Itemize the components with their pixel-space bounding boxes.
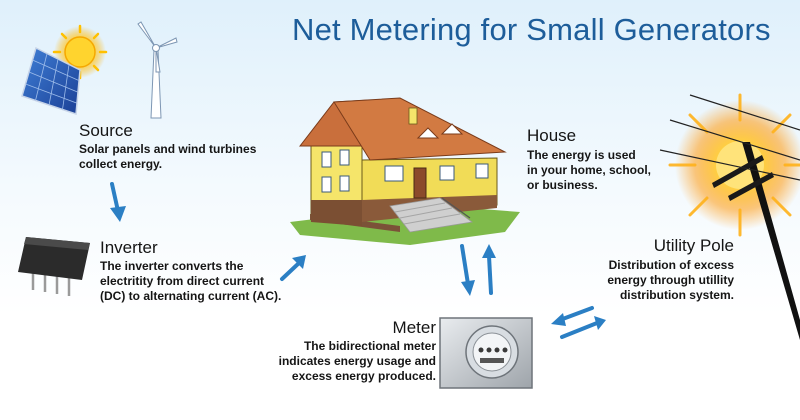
meter-description-line: The bidirectional meter: [303, 339, 436, 353]
utility-pole-description-line: distribution system.: [619, 288, 734, 302]
solar-panel-icon: [21, 46, 81, 116]
source-description-line: Solar panels and wind turbines: [79, 142, 257, 156]
source-label: Source: [79, 121, 133, 140]
arrow-pole-to-meter-icon: [551, 306, 594, 326]
arrow-house-to-meter-icon: [460, 244, 475, 296]
utility-pole-description: Distribution of excess energy through ut…: [607, 258, 734, 303]
utility-pole-description-line: Distribution of excess: [608, 258, 734, 272]
house-illustration: [290, 97, 520, 245]
house-description-line: or business.: [527, 178, 598, 192]
arrow-meter-to-house-icon: [482, 244, 496, 295]
meter-description-line: excess energy produced.: [291, 369, 436, 383]
house-description: The energy is used in your home, school,…: [527, 148, 651, 193]
wind-turbine-icon: [137, 21, 178, 119]
utility-pole-description-line: energy through utillity: [607, 273, 734, 287]
house-label: House: [527, 126, 577, 145]
flow-arrows: [110, 182, 606, 339]
source-description: Solar panels and wind turbines collect e…: [79, 142, 256, 172]
arrow-meter-to-pole-icon: [560, 316, 606, 339]
house-description-line: in your home, school,: [527, 163, 652, 177]
inverter-description-line: electritity from direct current: [100, 274, 265, 288]
inverter-description-line: (DC) to alternating current (AC).: [100, 289, 282, 303]
inverter-label: Inverter: [100, 238, 158, 257]
page-title: Net Metering for Small Generators: [292, 12, 771, 47]
utility-pole-label: Utility Pole: [653, 236, 734, 255]
large-sun-icon: [668, 93, 800, 237]
house-description-line: The energy is used: [527, 148, 636, 162]
meter-description: The bidirectional meter indicates energy…: [279, 339, 436, 384]
arrow-source-to-inverter-icon: [110, 182, 126, 222]
electric-meter-icon: [439, 317, 533, 389]
meter-description-line: indicates energy usage and: [278, 354, 436, 368]
inverter-device-icon: [18, 237, 90, 296]
source-description-line: collect energy.: [79, 157, 163, 171]
utility-pole-icon: [659, 94, 800, 340]
inverter-description-line: The inverter converts the: [100, 259, 244, 273]
arrow-inverter-to-house-icon: [280, 255, 306, 281]
inverter-description: The inverter converts the electritity fr…: [100, 259, 281, 304]
meter-label: Meter: [392, 318, 436, 337]
